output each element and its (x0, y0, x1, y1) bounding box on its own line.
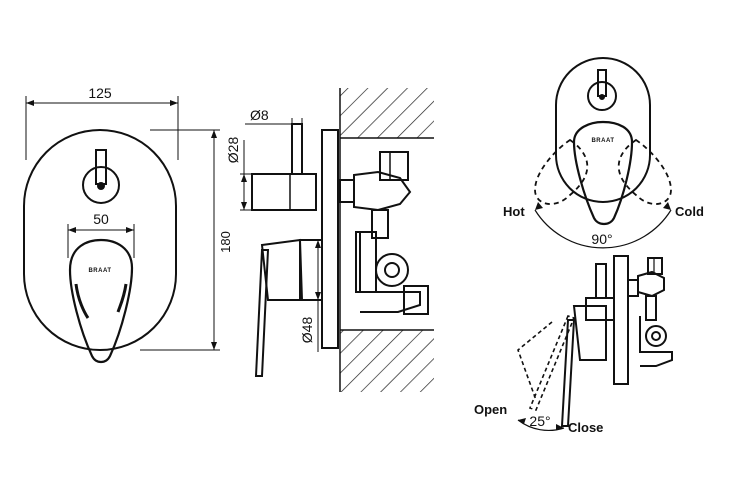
wall-hatch-bottom (340, 330, 434, 392)
rotation-angle-label: 90° (591, 231, 612, 247)
width-dimension: 125 (88, 85, 112, 101)
valve-outlet (375, 253, 409, 287)
rotation-lever-handle (572, 120, 634, 226)
lever-dimension: 50 (93, 211, 109, 227)
side-diverter-stem (291, 123, 303, 175)
lever-close-position (560, 319, 576, 427)
lever-angle-label: 25° (529, 413, 550, 429)
rotation-brand-mark: BRAAT (591, 138, 614, 144)
lever-position-hot (534, 138, 589, 205)
lever-view-cover-plate (613, 255, 629, 385)
body-dimension: Ø48 (299, 317, 315, 344)
hot-label: Hot (503, 204, 525, 219)
lever-handle (68, 238, 134, 364)
spindle-dimension: Ø28 (225, 137, 241, 164)
cold-label: Cold (675, 204, 704, 219)
brand-mark: BRAAT (88, 268, 111, 274)
side-view (240, 88, 434, 392)
lever-open-position (528, 315, 576, 411)
stem-dimension: Ø8 (250, 107, 269, 123)
rotation-view (534, 57, 672, 249)
close-label: Close (568, 420, 603, 435)
height-dimension: 180 (218, 231, 233, 253)
lever-position-cold (617, 138, 672, 205)
rotation-cover-plate (555, 57, 651, 203)
front-view (23, 96, 220, 364)
open-label: Open (474, 402, 507, 417)
diverter-knob (82, 166, 120, 204)
side-diverter-knob (251, 173, 317, 211)
valve-body (353, 170, 412, 212)
wall-hatch-top (340, 88, 434, 138)
cover-plate (23, 129, 177, 351)
side-cover-plate (321, 129, 339, 349)
lever-view (517, 255, 673, 432)
